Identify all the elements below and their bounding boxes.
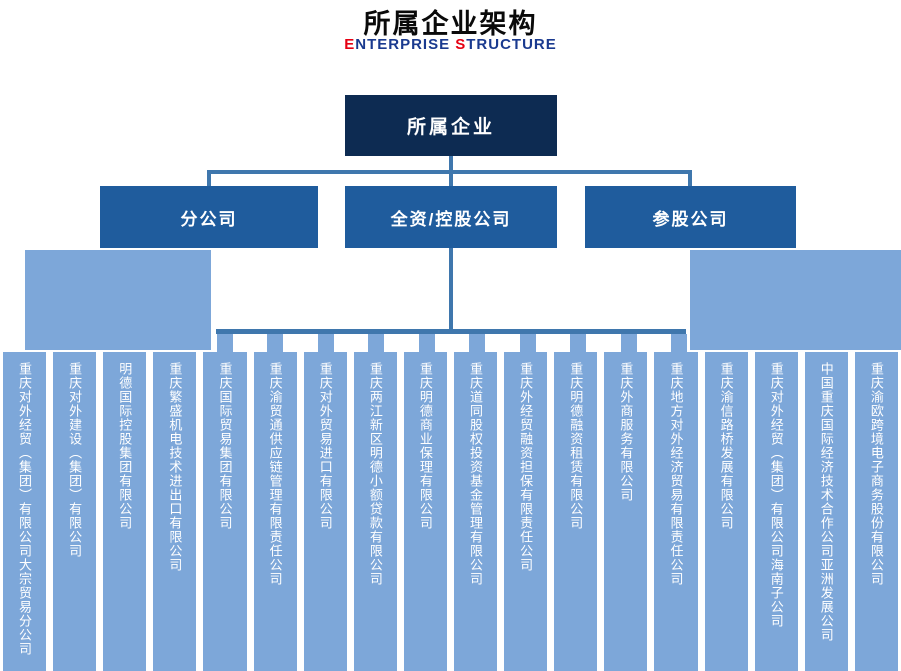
connector-middle-horizontal <box>216 329 686 334</box>
branch-group-block <box>25 250 211 350</box>
connector-stub <box>620 334 637 352</box>
company-column: 重庆明德商业保理有限公司 <box>403 352 447 671</box>
company-name: 明德国际控股集团有限公司 <box>117 362 133 530</box>
company-name: 重庆对外经贸（集团）有限公司大宗贸易分公司 <box>17 362 33 656</box>
connector-stub <box>469 334 486 352</box>
company-column: 重庆地方对外经济贸易有限责任公司 <box>654 352 698 671</box>
company-column: 重庆明德融资租赁有限公司 <box>554 352 598 671</box>
subtitle-initial-e: E <box>344 36 356 53</box>
company-name: 中国重庆国际经济技术合作公司亚洲发展公司 <box>818 362 834 642</box>
connector-wholly-down <box>449 248 453 334</box>
level2-node-branch-companies: 分公司 <box>100 186 318 248</box>
page-title: 所属企业架构 <box>363 9 538 39</box>
connector-stub <box>418 334 435 352</box>
connector-branch-up <box>207 170 211 187</box>
company-column: 重庆国际贸易集团有限公司 <box>203 352 247 671</box>
equity-group-block <box>690 250 901 350</box>
connector-stub <box>317 334 334 352</box>
company-column: 重庆对外贸易进口有限公司 <box>303 352 347 671</box>
connector-stub-row <box>217 334 687 352</box>
connector-stub <box>368 334 385 352</box>
company-name: 重庆国际贸易集团有限公司 <box>217 362 233 530</box>
company-column: 重庆对外建设（集团）有限公司 <box>53 352 97 671</box>
company-column: 重庆两江新区明德小额贷款有限公司 <box>353 352 397 671</box>
company-name: 重庆道同股权投资基金管理有限公司 <box>468 362 484 586</box>
level2-node-wholly-owned-holding-companies: 全资/控股公司 <box>345 186 557 248</box>
company-column: 重庆对外经贸（集团）有限公司海南子公司 <box>754 352 798 671</box>
company-column: 明德国际控股集团有限公司 <box>103 352 147 671</box>
company-column: 重庆渝欧跨境电子商务股份有限公司 <box>854 352 898 671</box>
connector-stub <box>519 334 536 352</box>
connector-stub <box>670 334 687 352</box>
company-name: 重庆繁盛机电技术进出口有限公司 <box>167 362 183 572</box>
company-name: 重庆明德商业保理有限公司 <box>417 362 433 530</box>
company-name: 重庆对外贸易进口有限公司 <box>317 362 333 530</box>
company-name: 重庆渝贸通供应链管理有限责任公司 <box>267 362 283 586</box>
company-column: 重庆外经贸融资担保有限责任公司 <box>504 352 548 671</box>
company-column: 重庆道同股权投资基金管理有限公司 <box>453 352 498 671</box>
subtitle-initial-s: S <box>455 36 467 53</box>
connector-root-down <box>449 156 453 172</box>
level2-node-equity-participation-companies: 参股公司 <box>585 186 796 248</box>
company-column: 重庆渝贸通供应链管理有限责任公司 <box>253 352 297 671</box>
company-name: 重庆地方对外经济贸易有限责任公司 <box>668 362 684 586</box>
company-column: 重庆对外经贸（集团）有限公司大宗贸易分公司 <box>3 352 47 671</box>
subtitle-word-structure: TRUCTURE <box>466 36 557 53</box>
company-name: 重庆渝欧跨境电子商务股份有限公司 <box>868 362 884 586</box>
company-name: 重庆对外建设（集团）有限公司 <box>67 362 83 558</box>
connector-stub <box>267 334 284 352</box>
subtitle-word-enterprise: NTERPRISE <box>355 36 456 53</box>
root-node-affiliated-enterprises: 所属企业 <box>345 95 557 156</box>
company-name: 重庆渝信路桥发展有限公司 <box>718 362 734 530</box>
company-columns: 重庆对外经贸（集团）有限公司大宗贸易分公司 重庆对外建设（集团）有限公司 明德国… <box>0 352 901 671</box>
company-name: 重庆两江新区明德小额贷款有限公司 <box>367 362 383 586</box>
company-name: 重庆明德融资租赁有限公司 <box>568 362 584 530</box>
company-column: 重庆渝信路桥发展有限公司 <box>704 352 748 671</box>
connector-wholly-up <box>449 170 453 187</box>
company-name: 重庆外商服务有限公司 <box>618 362 634 502</box>
connector-stub <box>217 334 233 352</box>
connector-equity-up <box>688 170 692 187</box>
company-column: 重庆外商服务有限公司 <box>604 352 648 671</box>
company-column: 中国重庆国际经济技术合作公司亚洲发展公司 <box>804 352 848 671</box>
company-name: 重庆对外经贸（集团）有限公司海南子公司 <box>768 362 784 628</box>
connector-stub <box>570 334 587 352</box>
company-name: 重庆外经贸融资担保有限责任公司 <box>518 362 534 572</box>
company-column: 重庆繁盛机电技术进出口有限公司 <box>153 352 197 671</box>
page-subtitle: ENTERPRISE STRUCTURE <box>0 36 901 53</box>
